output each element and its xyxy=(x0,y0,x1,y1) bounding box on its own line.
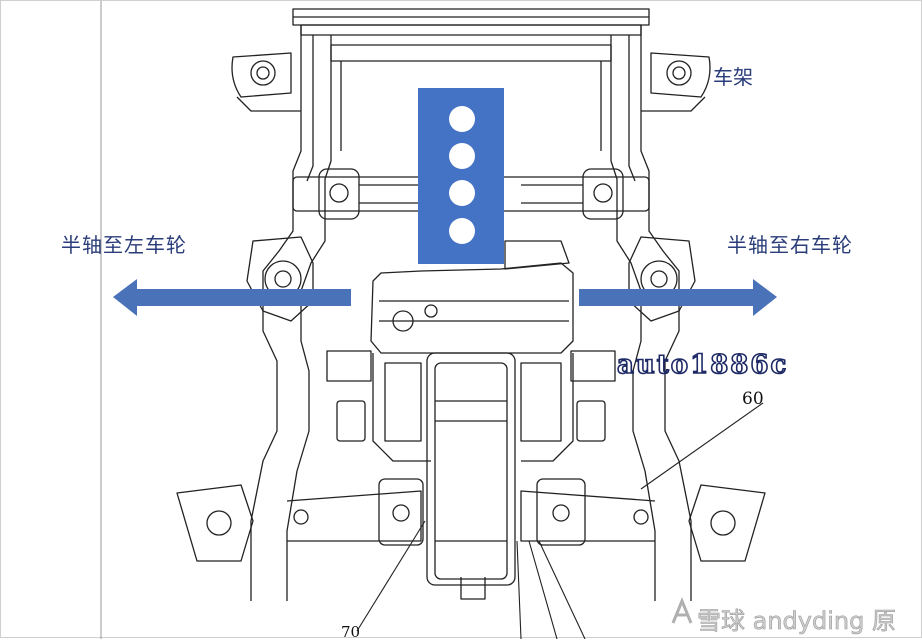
snowball-logo-icon xyxy=(671,597,693,624)
arrow-right-icon xyxy=(579,279,777,316)
left-half-shaft-label: 半轴至左车轮 xyxy=(61,233,187,257)
arrow-left-icon xyxy=(113,279,351,316)
author-watermark: auto1886c xyxy=(616,349,789,381)
reference-number-bottom: 70 xyxy=(341,623,361,641)
four-circle-motor-block-icon xyxy=(418,88,504,264)
reference-number-60: 60 xyxy=(742,389,764,409)
right-half-shaft-label: 半轴至右车轮 xyxy=(727,233,853,257)
frame-label: 车架 xyxy=(713,65,753,89)
platform-watermark: 雪球 andyding 原 xyxy=(697,607,897,636)
